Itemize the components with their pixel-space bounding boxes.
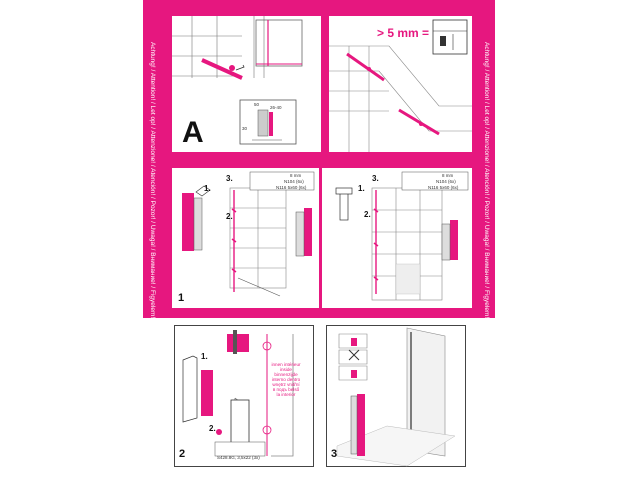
- step-3-drawing: [336, 327, 456, 467]
- panel-a-letter: A: [182, 116, 204, 149]
- legend-item-1b: 8 mm: [442, 173, 454, 178]
- step-3-number: 3: [331, 448, 338, 460]
- panel-a: A 26-40 30 50: [172, 16, 321, 152]
- legend-item-2: N104 (6x): [284, 179, 304, 184]
- step-1-drawing: [182, 171, 315, 297]
- step-1-callout-1: 1.: [204, 184, 211, 193]
- legend-item-3b: N116 5x60 (6x): [428, 185, 459, 190]
- panel-a-drawing: [172, 16, 303, 145]
- panel-step-3: 3: [326, 325, 466, 467]
- step-2-number: 2: [179, 448, 186, 460]
- step-1b-drawing: [335, 171, 469, 301]
- hole-marker: [229, 65, 235, 71]
- panel-step-1b: 1. 2. 3. 8 mm N104 (6x) N116 5x60 (6x): [322, 168, 472, 308]
- step-1b-callout-3: 3.: [372, 174, 379, 183]
- step-1b-callout-2: 2.: [364, 210, 371, 219]
- side-warning-left: Achtung! / Attention! / Let op! / Attenz…: [149, 42, 156, 430]
- inside-note: innen intérieur inside binnenzijde inter…: [271, 362, 301, 397]
- dim-label-2: 30: [242, 126, 248, 131]
- step-1-callout-3: 3.: [226, 174, 233, 183]
- step-2-callout-1: 1.: [201, 352, 208, 361]
- panel-step-1: 1 1. 2. 3. 8 mm N104 (6x) N116 5x60 (6x): [172, 168, 319, 308]
- legend-item-1: 8 mm: [290, 173, 302, 178]
- legend-item-3: N116 5x60 (6x): [276, 185, 307, 190]
- gap-label: > 5 mm =: [377, 26, 430, 40]
- screw-label: S428.8G, 3,5x22 (3x): [217, 455, 260, 460]
- dim-label-1: 26-40: [270, 105, 282, 110]
- gap-drawing: [329, 19, 472, 152]
- step-1b-callout-1: 1.: [358, 184, 365, 193]
- step-2-callout-2: 2.: [209, 424, 216, 433]
- panel-step-2: 2 1. 2. S428.8G, 3,5x22 (3x) innen intér…: [174, 325, 314, 467]
- side-warning-right: Achtung! / Attention! / Let op! / Attenz…: [483, 42, 490, 430]
- legend-item-2b: N104 (6x): [436, 179, 456, 184]
- panel-gap: > 5 mm =: [329, 16, 472, 152]
- step-1-callout-2: 2.: [226, 212, 233, 221]
- step-1-number: 1: [178, 292, 185, 304]
- step-2-drawing: [182, 330, 294, 457]
- dim-label-3: 50: [254, 102, 260, 107]
